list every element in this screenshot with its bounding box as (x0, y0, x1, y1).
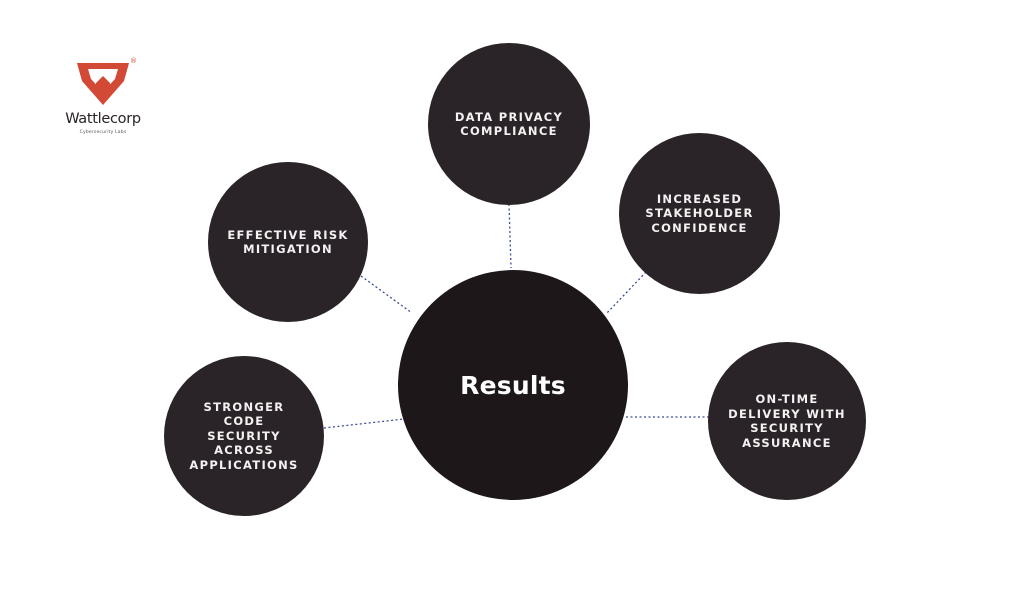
connector-code (323, 417, 414, 429)
node-label: EFFECTIVE RISK MITIGATION (227, 227, 349, 257)
connector-confidence (605, 271, 647, 315)
node-data-privacy-compliance: DATA PRIVACY COMPLIANCE (428, 43, 590, 205)
registered-mark: ® (130, 57, 137, 65)
shield-logo-icon (77, 63, 129, 105)
logo-tagline: Cybersecurity Labs (79, 130, 127, 135)
node-effective-risk-mitigation: EFFECTIVE RISK MITIGATION (208, 162, 368, 322)
wattlecorp-logo: ® Wattlecorp Cybersecurity Labs (57, 57, 149, 137)
node-on-time-delivery: ON-TIME DELIVERY WITH SECURITY ASSURANCE (708, 342, 866, 500)
connector-privacy (508, 203, 512, 269)
center-node-results: Results (398, 270, 628, 500)
center-title: Results (460, 370, 566, 400)
node-label: STRONGER CODE SECURITY ACROSS APPLICATIO… (189, 399, 299, 472)
node-increased-stakeholder-confidence: INCREASED STAKEHOLDER CONFIDENCE (619, 133, 780, 294)
node-label: DATA PRIVACY COMPLIANCE (454, 109, 564, 139)
node-stronger-code-security: STRONGER CODE SECURITY ACROSS APPLICATIO… (164, 356, 324, 516)
logo-wordmark: Wattlecorp (65, 111, 141, 127)
connector-risk (360, 275, 413, 314)
node-label: ON-TIME DELIVERY WITH SECURITY ASSURANCE (728, 392, 846, 450)
node-label: INCREASED STAKEHOLDER CONFIDENCE (645, 191, 754, 235)
